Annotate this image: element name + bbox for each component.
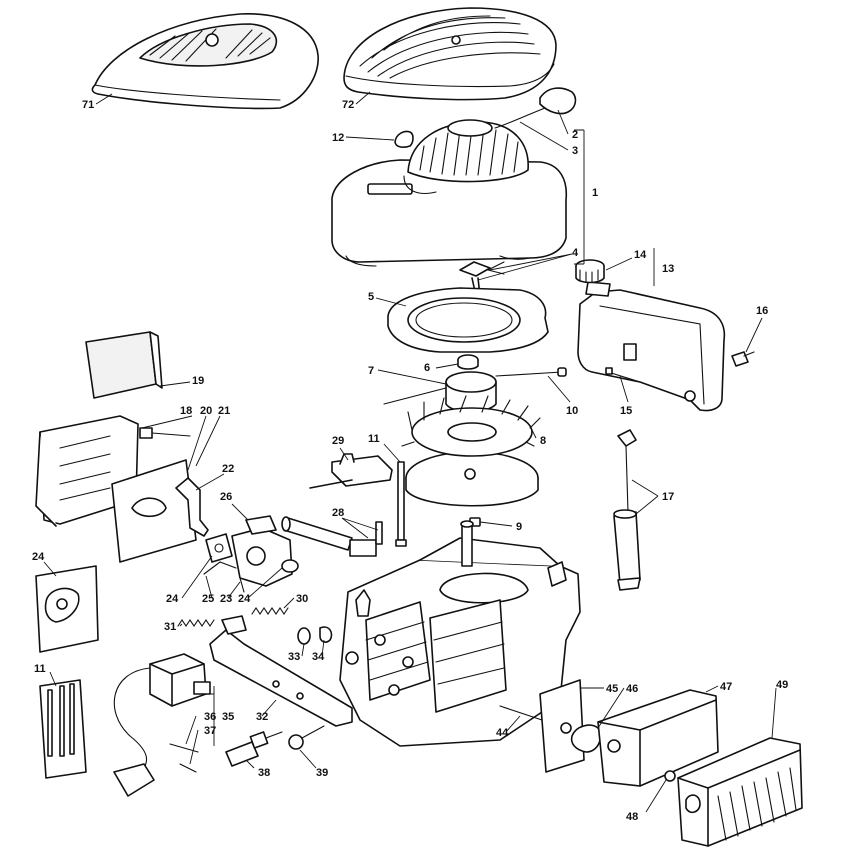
callout-2: 2	[572, 129, 578, 141]
callout-45: 45	[606, 683, 618, 695]
callout-16: 16	[756, 305, 768, 317]
part-12-knob	[394, 130, 414, 148]
part-34-clip	[319, 626, 333, 643]
part-23-screw	[239, 577, 245, 593]
callout-48: 48	[626, 811, 638, 823]
part-17-dipstick	[613, 429, 641, 591]
callout-13: 13	[662, 263, 674, 275]
part-38-spark-plug	[225, 731, 283, 767]
callout-6: 6	[424, 362, 430, 374]
callout-49: 49	[776, 679, 788, 691]
part-47-muffler	[597, 689, 719, 787]
part-19-air-filter-foam	[85, 331, 163, 399]
part-29-bracket	[309, 453, 393, 489]
part-22-elbow-tube	[175, 477, 209, 537]
part-24-carb-gasket	[205, 533, 233, 563]
part-15-pin	[605, 367, 641, 383]
part-45-bracket	[539, 679, 585, 773]
callout-28: 28	[332, 507, 344, 519]
part-10-pin	[383, 367, 567, 405]
part-49-muffler-guard	[677, 737, 803, 847]
callout-47: 47	[720, 681, 732, 693]
callout-10: 10	[566, 405, 578, 417]
part-32-governor-plate	[209, 615, 353, 727]
callout-29: 29	[332, 435, 344, 447]
part-24-oring	[281, 559, 299, 573]
part-25-link-rod	[203, 561, 237, 575]
callout-20: 20	[200, 405, 212, 417]
callout-3: 3	[572, 145, 578, 157]
part-7-starter-cup	[445, 371, 497, 413]
callout-37: 37	[204, 725, 216, 737]
part-2-starter-handle	[539, 87, 577, 115]
callout-71: 71	[82, 99, 94, 111]
callout-8: 8	[540, 435, 546, 447]
leader-lines	[43, 91, 777, 813]
part-39-screw	[288, 725, 325, 750]
callout-44: 44	[496, 727, 509, 739]
part-21-air-cleaner-base	[111, 459, 197, 563]
callout-36: 36	[204, 711, 216, 723]
callout-31: 31	[164, 621, 176, 633]
part-30-spring	[251, 607, 289, 615]
callout-30: 30	[296, 593, 308, 605]
callout-26: 26	[220, 491, 232, 503]
callout-12: 12	[332, 132, 344, 144]
part-26-carburetor	[231, 515, 293, 587]
callout-17: 17	[662, 491, 674, 503]
callout-15: 15	[620, 405, 632, 417]
part-11-bolt-set	[39, 679, 87, 779]
callout-24-oring: 24	[238, 593, 251, 605]
part-72-engine-cover	[343, 7, 557, 101]
callout-9: 9	[516, 521, 522, 533]
part-11-bolt	[395, 461, 407, 547]
callout-23: 23	[220, 593, 232, 605]
callout-19: 19	[192, 375, 204, 387]
callout-24-carb: 24	[166, 593, 179, 605]
callout-7: 7	[368, 365, 374, 377]
part-3-starter-rope	[494, 107, 546, 129]
engine-block	[339, 520, 581, 747]
callout-22: 22	[222, 463, 234, 475]
callout-5: 5	[368, 291, 374, 303]
part-20-screw	[139, 427, 191, 439]
callout-18: 18	[180, 405, 192, 417]
part-46-gasket	[570, 724, 602, 753]
part-71-engine-cover	[91, 13, 319, 110]
part-8-flywheel	[401, 395, 541, 507]
callout-labels: 71 72 12 2 3 1 4 14 13 5 16 6 7 19 10 15…	[32, 99, 788, 823]
callout-1: 1	[592, 187, 598, 199]
callout-4: 4	[572, 247, 579, 259]
part-13-fuel-tank	[577, 281, 726, 412]
part-48-nut	[664, 770, 676, 782]
part-5-gasket-plate	[387, 287, 549, 353]
part-44-rod	[499, 705, 549, 723]
callout-25: 25	[202, 593, 214, 605]
part-33-washer	[297, 627, 311, 645]
callout-24-sheet: 24	[32, 551, 45, 563]
callout-11: 11	[368, 433, 380, 445]
part-36-ignition-lead	[113, 667, 155, 797]
part-16-screw	[731, 351, 755, 367]
part-28-breather-tube	[281, 516, 383, 557]
part-1-blower-housing	[331, 119, 568, 267]
callout-21: 21	[218, 405, 230, 417]
callout-33: 33	[288, 651, 300, 663]
callout-39: 39	[316, 767, 328, 779]
part-14-fuel-cap	[575, 259, 605, 284]
callout-38: 38	[258, 767, 270, 779]
part-24-gasket-sheet	[35, 565, 99, 653]
part-6-nut	[457, 354, 479, 370]
callout-32: 32	[256, 711, 268, 723]
callout-35: 35	[222, 711, 234, 723]
callout-72: 72	[342, 99, 354, 111]
callout-14: 14	[634, 249, 647, 261]
callout-46: 46	[626, 683, 638, 695]
callout-34: 34	[312, 651, 325, 663]
part-31-spring	[177, 619, 215, 627]
callout-11-set: 11	[34, 663, 46, 675]
part-35-ignition-coil	[149, 653, 211, 707]
